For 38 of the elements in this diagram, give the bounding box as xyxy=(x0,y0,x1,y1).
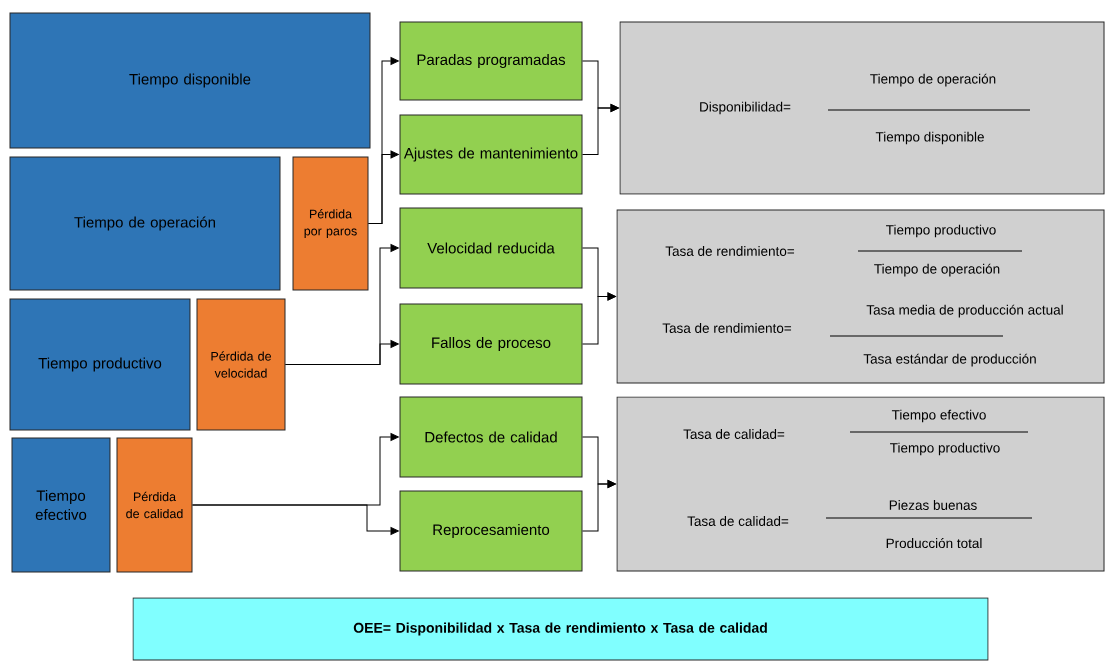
cause-box: Reprocesamiento xyxy=(399,490,583,572)
formula-text: Tasa de rendimiento= xyxy=(662,323,792,333)
loss-box: Pérdida de velocidad xyxy=(196,298,286,431)
cause-box: Paradas programadas xyxy=(399,21,583,101)
time-box: Tiempo productivo xyxy=(9,298,191,431)
formula-panel xyxy=(616,209,1105,384)
cause-box: Defectos de calidad xyxy=(399,396,583,478)
time-box: Tiempo efectivo xyxy=(11,437,111,573)
arrow xyxy=(285,340,399,365)
arrow xyxy=(368,150,399,224)
arrow xyxy=(582,480,616,532)
formula-text: Tasa media de producción actual xyxy=(866,304,1063,318)
formula-text: Producción total xyxy=(886,537,982,549)
formula-text: Disponibilidad= xyxy=(700,101,791,115)
formula-text: Tiempo de operación xyxy=(874,263,1000,277)
cause-box: Velocidad reducida xyxy=(399,207,583,289)
formula-banner: OEE= Disponibilidad x Tasa de rendimiento x Tasa de calidad xyxy=(132,597,989,661)
loss-box: Pérdida de calidad xyxy=(116,437,193,573)
arrow xyxy=(192,504,399,535)
formula-text: Tasa de rendimiento= xyxy=(665,246,795,256)
formula-text: Tiempo productivo xyxy=(890,442,1000,456)
formula-panel xyxy=(616,396,1105,572)
formula-text: Tasa de calidad= xyxy=(687,516,789,526)
formula-text: Tiempo disponible xyxy=(875,131,984,145)
formula-text: Tasa de calidad= xyxy=(683,429,785,439)
arrow xyxy=(582,104,619,155)
formula-text: Tiempo efectivo xyxy=(891,409,986,423)
formula-panel xyxy=(619,21,1105,195)
time-box: Tiempo disponible xyxy=(9,12,371,149)
formula-text: Tiempo de operación xyxy=(870,73,996,87)
formula-text: Tiempo productivo xyxy=(886,224,996,238)
cause-box: Ajustes de mantenimiento xyxy=(399,114,583,195)
cause-box: Fallos de proceso xyxy=(399,303,583,385)
formula-text: Piezas buenas xyxy=(889,500,977,510)
formula-text: Tasa estándar de producción xyxy=(863,353,1036,367)
arrow xyxy=(582,292,616,345)
time-box: Tiempo de operación xyxy=(9,156,281,291)
loss-box: Pérdida por paros xyxy=(292,156,369,291)
